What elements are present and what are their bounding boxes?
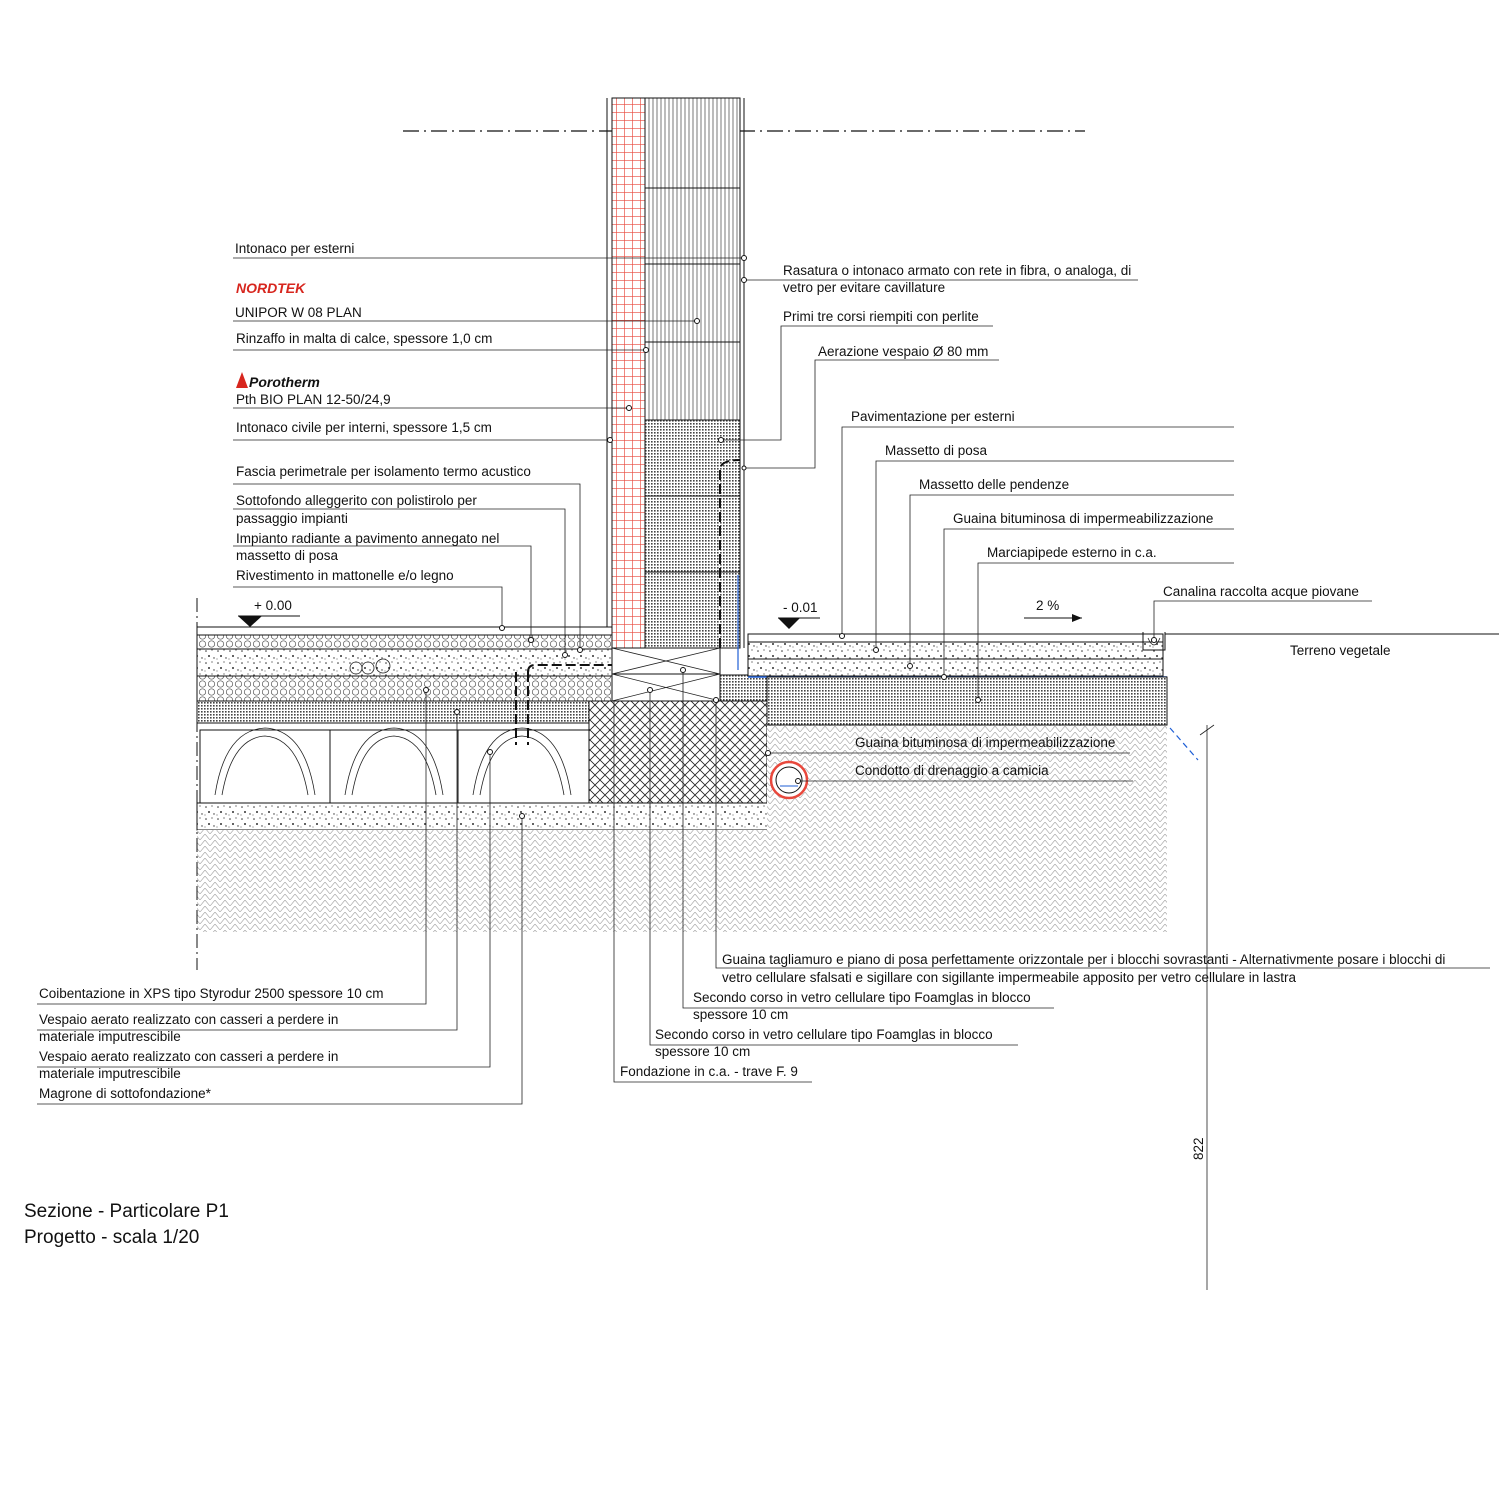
label-aerazione: Aerazione vespaio Ø 80 mm <box>818 344 988 359</box>
label-intonaco-interni: Intonaco civile per interni, spessore 1,… <box>236 420 492 435</box>
label-condotto: Condotto di drenaggio a camicia <box>855 763 1049 778</box>
ventilation-pipe <box>719 459 741 648</box>
exterior-pavement <box>747 633 1164 643</box>
nordtek-logo: NORDTEK <box>236 280 306 296</box>
title-line-1: Sezione - Particolare P1 <box>24 1201 229 1222</box>
terrain <box>197 830 1167 932</box>
label-sottofondo-2: passaggio impianti <box>236 511 348 526</box>
label-foamglas-1a: Secondo corso in vetro cellulare tipo Fo… <box>693 990 1031 1005</box>
right-labels: Rasatura o intonaco armato con rete in f… <box>718 263 1391 784</box>
level-marker-interior: + 0.00 <box>238 598 300 627</box>
label-guaina-1: Guaina bituminosa di impermeabilizzazion… <box>953 511 1213 526</box>
unipor-block-wall <box>644 97 741 424</box>
label-foamglas-1b: spessore 10 cm <box>693 1007 788 1022</box>
sidewalk-slab <box>766 676 1168 726</box>
label-impianto-1: Impianto radiante a pavimento annegato n… <box>236 531 499 546</box>
label-guaina-2: Guaina bituminosa di impermeabilizzazion… <box>855 735 1115 750</box>
xps-insulation <box>196 675 613 702</box>
label-impianto-2: massetto di posa <box>236 548 339 563</box>
drawing-title: Sezione - Particolare P1 Progetto - scal… <box>24 1201 229 1248</box>
label-guaina-tagliamuro-2: vetro cellulare sfalsati e sigillare con… <box>722 970 1297 985</box>
gutter <box>1142 632 1166 651</box>
label-pth-bio-plan: Pth BIO PLAN 12-50/24,9 <box>236 392 391 407</box>
label-guaina-tagliamuro-1: Guaina tagliamuro e piano di posa perfet… <box>722 952 1445 967</box>
floor-tiles <box>196 626 613 636</box>
label-vespaio-1a: Vespaio aerato realizzato con casseri a … <box>39 1012 338 1027</box>
title-line-2: Progetto - scala 1/20 <box>24 1227 199 1248</box>
slope-indicator: 2 % <box>1024 598 1082 622</box>
dimension-text: 822 <box>1191 1137 1206 1160</box>
porotherm-logo-icon <box>236 372 248 388</box>
vespaio-slab <box>196 700 590 724</box>
lightweight-substrate <box>196 648 613 677</box>
perlite-filled-courses <box>644 419 741 649</box>
level-interior-text: + 0.00 <box>254 598 292 613</box>
porotherm-logo: Porotherm <box>249 374 320 390</box>
label-rasatura-1: Rasatura o intonaco armato con rete in f… <box>783 263 1131 278</box>
left-labels: Intonaco per esterni NORDTEK UNIPOR W 08… <box>233 241 747 658</box>
level-exterior-text: - 0.01 <box>783 600 818 615</box>
label-unipor: UNIPOR W 08 PLAN <box>235 305 362 320</box>
label-terreno: Terreno vegetale <box>1290 643 1391 658</box>
bottom-right-labels: Guaina tagliamuro e piano di posa perfet… <box>613 667 1490 1083</box>
label-perlite: Primi tre corsi riempiti con perlite <box>783 309 979 324</box>
level-marker-exterior: - 0.01 <box>778 600 820 629</box>
label-massetto-pendenze: Massetto delle pendenze <box>919 477 1069 492</box>
label-sottofondo-1: Sottofondo alleggerito con polistirolo p… <box>236 493 477 508</box>
label-xps: Coibentazione in XPS tipo Styrodur 2500 … <box>39 986 383 1001</box>
label-massetto-posa: Massetto di posa <box>885 443 988 458</box>
label-fascia-perimetrale: Fascia perimetrale per isolamento termo … <box>236 464 531 479</box>
porotherm-block-wall <box>611 97 646 649</box>
label-intonaco-esterni: Intonaco per esterni <box>235 241 354 256</box>
vespaio-formwork <box>199 727 590 803</box>
label-marciapiede: Marciapipede esterno in c.a. <box>987 545 1157 560</box>
label-vespaio-2b: materiale imputrescibile <box>39 1066 181 1081</box>
label-rinzaffo: Rinzaffo in malta di calce, spessore 1,0… <box>236 331 492 346</box>
screed-with-radiant <box>196 634 613 650</box>
label-foamglas-2b: spessore 10 cm <box>655 1044 750 1059</box>
slope-text: 2 % <box>1036 598 1059 613</box>
label-fondazione: Fondazione in c.a. - trave F. 9 <box>620 1064 798 1079</box>
label-canalina: Canalina raccolta acque piovane <box>1163 584 1359 599</box>
label-pavimentazione: Pavimentazione per esterni <box>851 409 1015 424</box>
label-vespaio-1b: materiale imputrescibile <box>39 1029 181 1044</box>
foundation-beam <box>588 700 768 804</box>
label-vespaio-2a: Vespaio aerato realizzato con casseri a … <box>39 1049 338 1064</box>
bottom-left-labels: Coibentazione in XPS tipo Styrodur 2500 … <box>37 687 525 1105</box>
label-foamglas-2a: Secondo corso in vetro cellulare tipo Fo… <box>655 1027 993 1042</box>
lean-concrete <box>196 802 795 831</box>
label-magrone: Magrone di sottofondazione* <box>39 1086 212 1101</box>
label-rivestimento: Rivestimento in mattonelle e/o legno <box>236 568 454 583</box>
label-rasatura-2: vetro per evitare cavillature <box>783 280 945 295</box>
